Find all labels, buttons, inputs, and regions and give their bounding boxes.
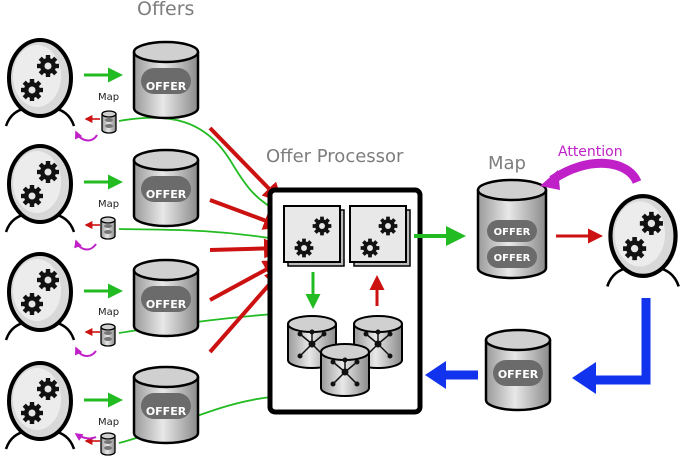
map-small-label: Map — [98, 307, 120, 318]
offer-db-label: OFFER — [146, 80, 187, 93]
agent-icon — [6, 363, 74, 449]
agent-icon — [6, 146, 74, 232]
map-db-offer-label: OFFER — [494, 227, 531, 238]
offers-title: Offers — [137, 0, 195, 20]
worker-icon — [284, 206, 344, 266]
agent-icon — [607, 196, 678, 286]
offer-database-icon: OFFER — [132, 40, 200, 120]
map-db-offer-label: OFFER — [494, 253, 531, 264]
offer-database-icon: OFFER — [132, 258, 200, 338]
map-database-icon — [100, 216, 116, 240]
offer-db-label: OFFER — [498, 368, 539, 381]
agent-icon — [6, 40, 74, 126]
offer-db-label: OFFER — [146, 298, 187, 311]
attention-label: Attention — [558, 144, 623, 160]
map-small-label: Map — [98, 199, 120, 210]
offer-processor-title: Offer Processor — [266, 146, 404, 167]
map-small-label: Map — [98, 92, 120, 103]
map-title: Map — [488, 153, 526, 174]
offer-database-icon: OFFER — [132, 148, 200, 228]
offer-database-icon: OFFER — [484, 328, 552, 412]
offer-database-icon: OFFER — [132, 365, 200, 445]
map-database-icon: OFFER OFFER — [476, 178, 548, 280]
attention-arrow — [549, 158, 642, 185]
worker-icon — [350, 206, 410, 266]
map-database-icon — [100, 432, 116, 456]
offer-db-label: OFFER — [146, 405, 187, 418]
map-database-icon — [101, 110, 117, 134]
map-small-label: Map — [98, 417, 120, 428]
agent-icon — [6, 254, 74, 340]
offer-db-label: OFFER — [146, 188, 187, 201]
network-database-icon — [320, 343, 370, 397]
return-path-arrow — [585, 298, 651, 385]
map-database-icon — [100, 323, 116, 347]
